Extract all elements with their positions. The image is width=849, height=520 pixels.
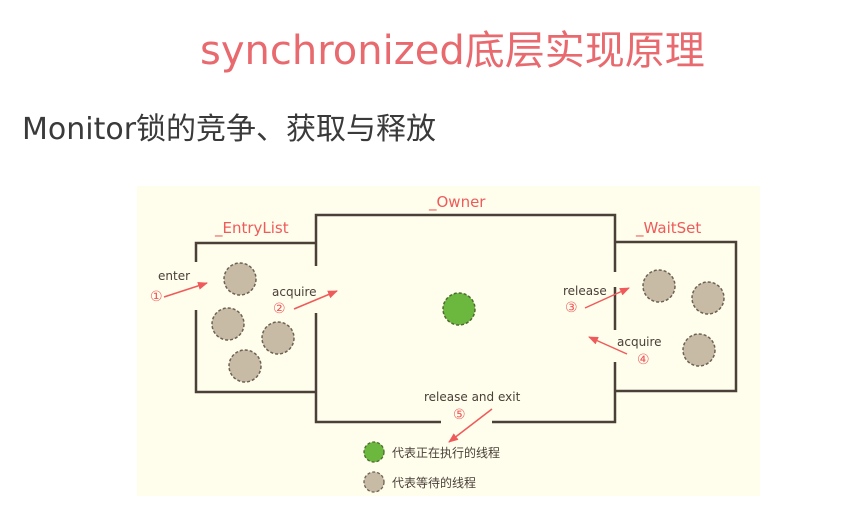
waiting-thread — [223, 262, 257, 296]
waiting-thread — [261, 321, 295, 355]
legend-running-swatch — [363, 441, 385, 463]
acquire-back-arrow — [588, 336, 628, 355]
step-2-label: acquire — [272, 285, 317, 299]
wait-set-box — [615, 240, 738, 393]
waiting-thread — [211, 307, 245, 341]
step-1-number: ① — [150, 289, 163, 305]
monitor-diagram: _EntryList _Owner _WaitSet enter ① acqui… — [137, 186, 760, 496]
wait-set-label: _WaitSet — [635, 219, 701, 238]
legend-running-label: 代表正在执行的线程 — [392, 445, 500, 460]
step-5-label: release and exit — [424, 390, 521, 404]
acquire-arrow — [293, 290, 338, 310]
waiting-thread — [682, 333, 716, 367]
monitor-diagram-svg: _EntryList _Owner _WaitSet enter ① acqui… — [150, 193, 738, 493]
page-subtitle: Monitor锁的竞争、获取与释放 — [22, 112, 437, 147]
step-3-label: release — [563, 284, 607, 298]
step-2-number: ② — [273, 301, 286, 317]
exit-arrow — [448, 408, 493, 443]
step-4-label: acquire — [617, 335, 662, 349]
step-3-number: ③ — [565, 300, 578, 316]
owner-box — [314, 213, 617, 424]
enter-arrow — [163, 281, 208, 298]
entry-list-box — [194, 241, 316, 394]
step-5-number: ⑤ — [453, 407, 466, 423]
waiting-thread — [691, 281, 725, 315]
waiting-thread — [228, 349, 262, 383]
release-arrow — [584, 287, 630, 309]
step-4-number: ④ — [637, 352, 650, 368]
waiting-thread — [642, 269, 676, 303]
owner-label: _Owner — [428, 193, 486, 212]
entry-list-threads — [211, 262, 295, 383]
entry-list-label: _EntryList — [214, 219, 289, 238]
page-title: synchronized底层实现原理 — [200, 28, 705, 74]
wait-set-threads — [642, 269, 725, 367]
legend-waiting-swatch — [363, 471, 385, 493]
running-thread — [442, 292, 476, 326]
legend: 代表正在执行的线程 代表等待的线程 — [363, 441, 500, 493]
step-1-label: enter — [158, 269, 190, 283]
legend-waiting-label: 代表等待的线程 — [392, 475, 476, 490]
